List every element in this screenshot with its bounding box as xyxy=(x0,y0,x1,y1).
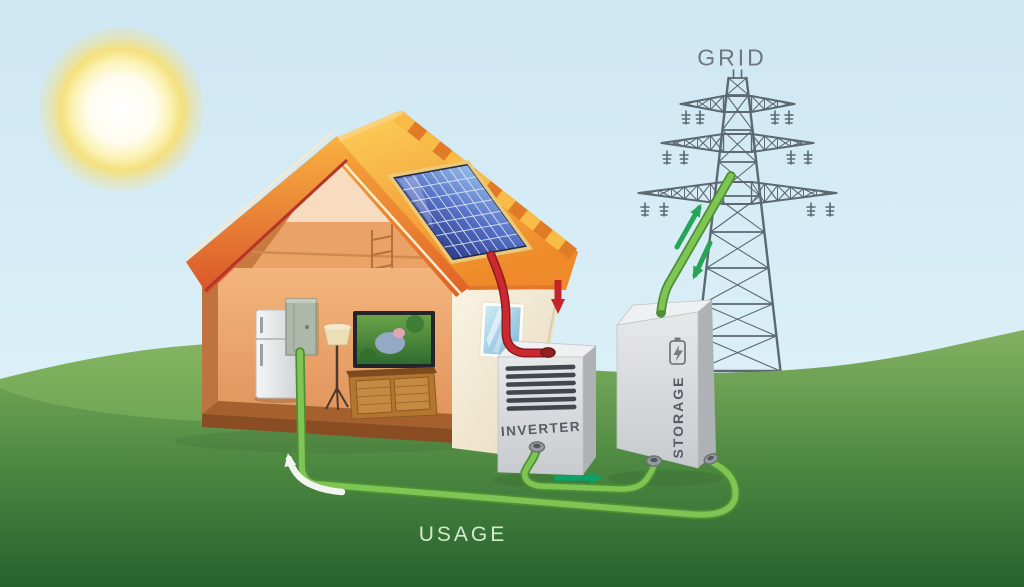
grid-label: GRID xyxy=(697,44,767,71)
usage-arrow xyxy=(284,453,346,496)
battery-icon xyxy=(669,337,686,365)
inverter-box xyxy=(497,340,598,476)
storage-label: STORAGE xyxy=(670,375,686,459)
cable-ports xyxy=(528,441,719,467)
lightning-bolt-icon xyxy=(673,345,683,362)
grid-flow-arrows xyxy=(674,203,713,280)
inverter-dc-port xyxy=(540,347,556,358)
tv-icon xyxy=(353,311,435,368)
dc-cable-red xyxy=(486,250,550,358)
usage-label: USAGE xyxy=(418,523,508,546)
inverter-vents xyxy=(505,364,577,411)
inverter-storage-cable xyxy=(520,443,659,494)
storage-shadow xyxy=(607,470,723,486)
grid-tower-icon xyxy=(637,69,838,373)
floor-lamp-icon xyxy=(323,324,352,411)
electrical-panel-icon xyxy=(285,298,319,356)
sun-icon xyxy=(39,27,204,192)
storage-box xyxy=(616,299,716,469)
floor xyxy=(202,401,470,430)
grid-up-arrow xyxy=(674,203,702,250)
solar-panel-icon xyxy=(390,162,530,262)
grid-down-arrow xyxy=(692,240,713,280)
house xyxy=(175,110,578,458)
cabinet-icon xyxy=(346,367,438,420)
storage-grid-cable xyxy=(656,171,736,318)
